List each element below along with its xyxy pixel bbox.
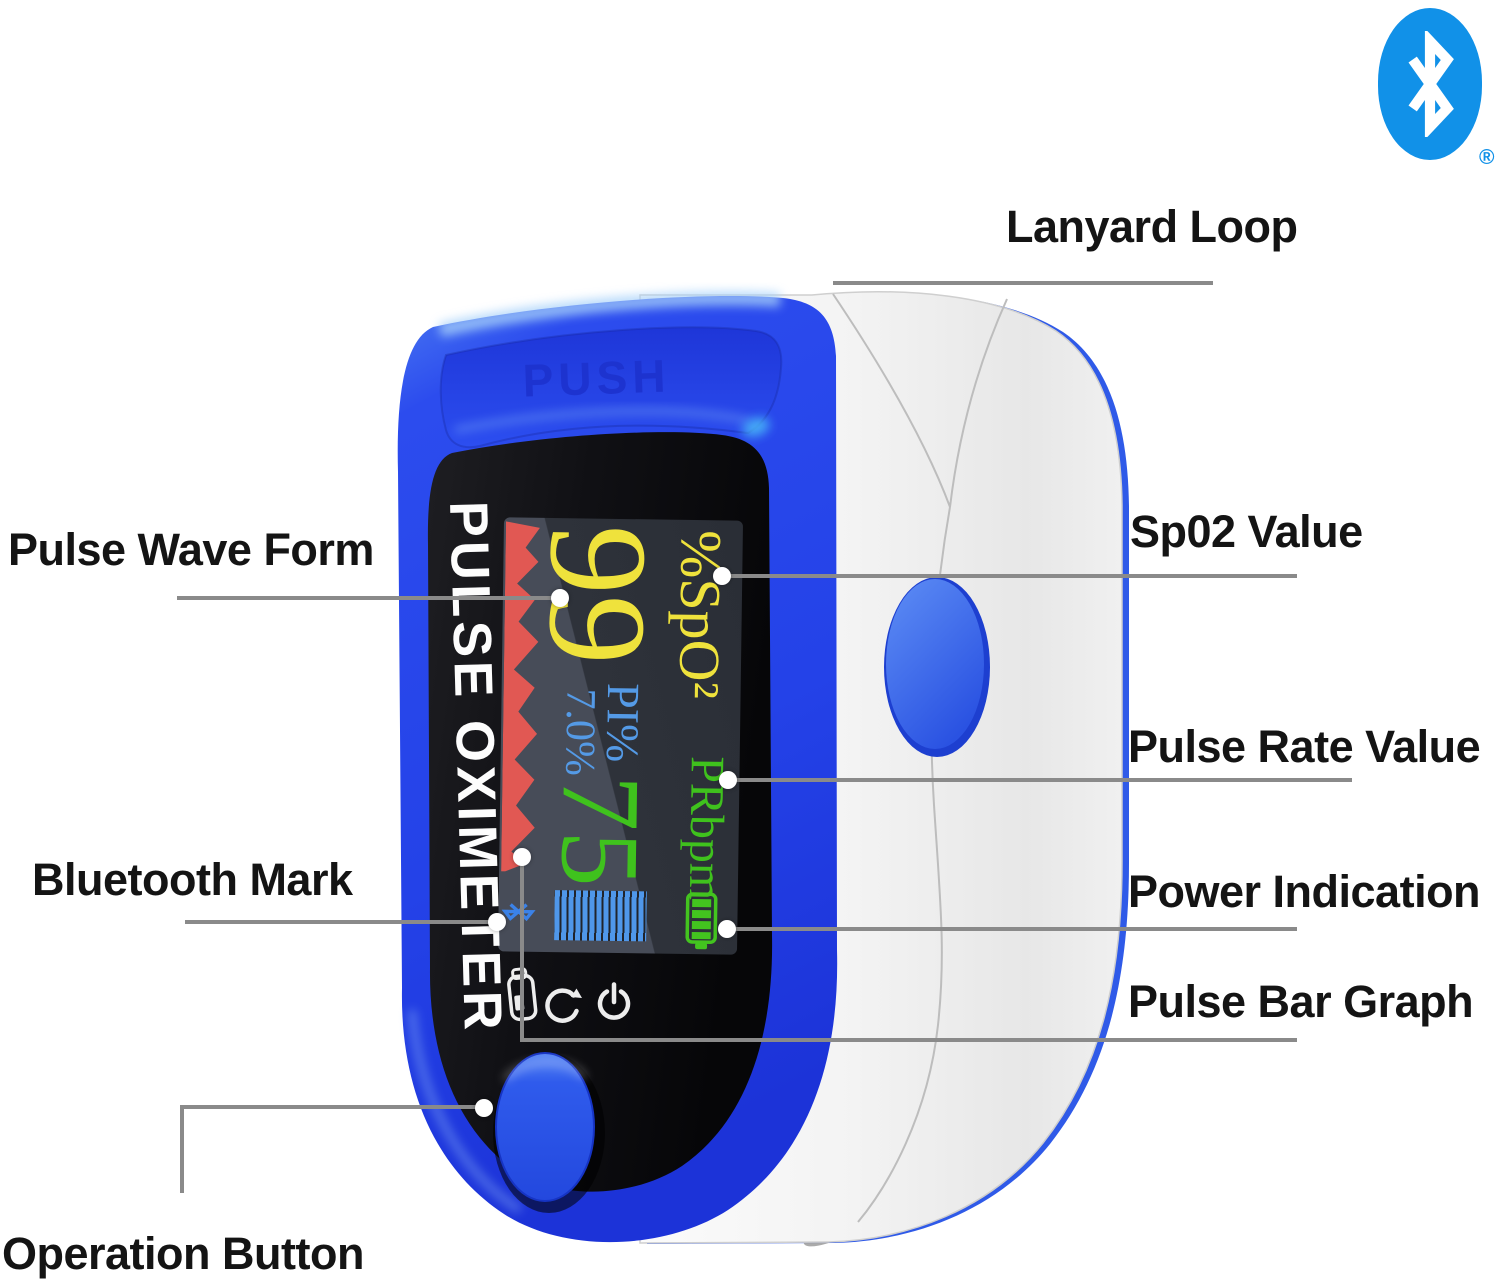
- operation-button-vline: [180, 1105, 184, 1193]
- pulse-bar-graph-dot: [513, 848, 531, 866]
- label-operation-button: Operation Button: [2, 1228, 364, 1279]
- pulse-bar-graph-icon: [554, 890, 647, 942]
- oled-screen: 99 %SpO² PI% 7.0% 75 PRbpm: [497, 517, 744, 955]
- push-clip: PUSH: [439, 326, 783, 449]
- label-power-indication: Power Indication: [1128, 866, 1481, 917]
- label-pulse-bar-graph: Pulse Bar Graph: [1128, 976, 1474, 1027]
- pulse-rate-value: 75: [537, 773, 663, 888]
- registered-trademark: ®: [1479, 146, 1495, 169]
- side-button: [884, 577, 990, 757]
- pulse-rate-line: [728, 778, 1352, 782]
- label-pulse-rate-value: Pulse Rate Value: [1128, 721, 1481, 772]
- sp02-dot: [713, 567, 731, 585]
- push-label: PUSH: [522, 349, 672, 406]
- bluetooth-logo: [1378, 8, 1482, 160]
- pulse-wave-form-dot: [551, 589, 569, 607]
- operation-button: [493, 1052, 605, 1213]
- pulse-bar-graph-line: [520, 1038, 1297, 1042]
- label-pulse-wave-form: Pulse Wave Form: [8, 524, 374, 575]
- spo2-unit: %SpO²: [666, 529, 734, 700]
- sp02-line: [722, 574, 1297, 578]
- pulse-wave-form-line: [177, 596, 560, 600]
- power-icon: [597, 982, 631, 1020]
- label-bluetooth-mark: Bluetooth Mark: [32, 854, 353, 905]
- pulse-rate-dot: [719, 771, 737, 789]
- pulse-waveform: [501, 521, 540, 872]
- rotate-icon: [545, 988, 582, 1023]
- pi-label: PI%: [597, 682, 650, 763]
- lanyard-loop-line: [833, 281, 1213, 285]
- bluetooth-mark-line: [185, 920, 497, 924]
- operation-button-dot: [475, 1099, 493, 1117]
- bluetooth-mark-dot: [488, 913, 506, 931]
- label-sp02-value: Sp02 Value: [1130, 506, 1363, 557]
- power-indication-dot: [718, 920, 736, 938]
- label-lanyard-loop: Lanyard Loop: [1006, 201, 1298, 252]
- pulse-bar-graph-vline: [520, 857, 524, 1042]
- power-indication-line: [727, 927, 1297, 931]
- bluetooth-icon: [1408, 31, 1454, 137]
- pi-value: 7.0%: [556, 688, 604, 777]
- battery-level-icon: [685, 892, 718, 950]
- operation-button-hline: [180, 1105, 484, 1109]
